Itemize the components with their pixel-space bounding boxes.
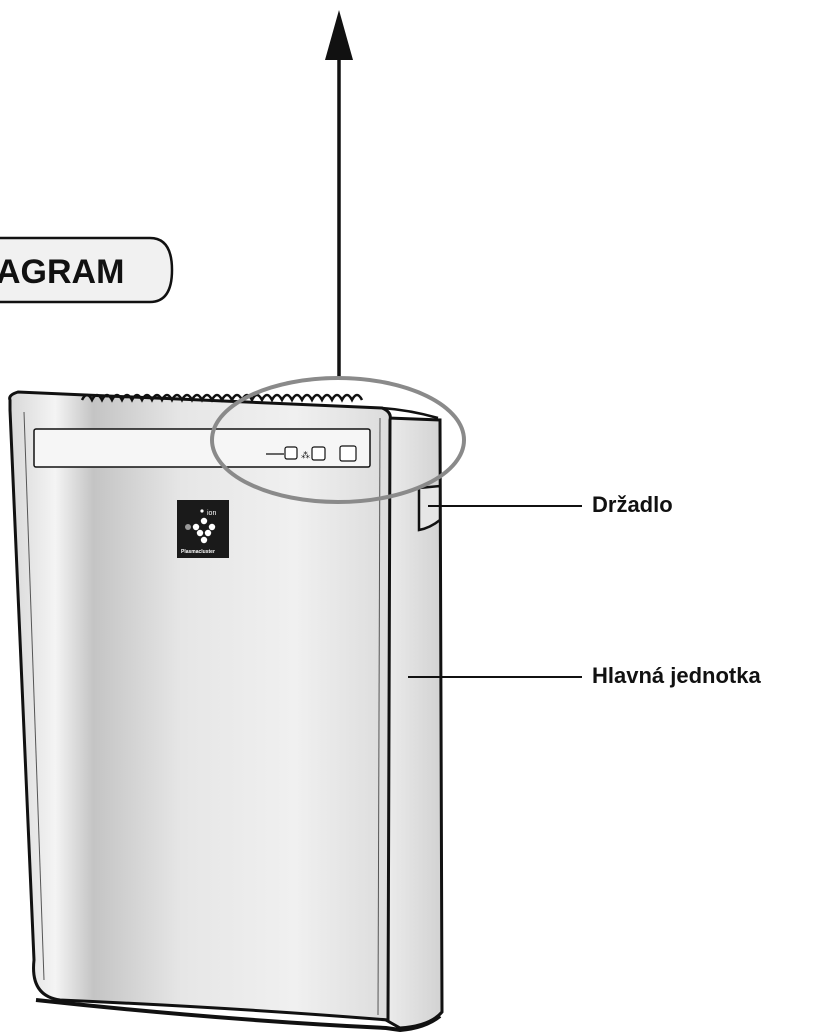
mode-button[interactable] (311, 446, 326, 461)
callout-handle: Držadlo (428, 492, 673, 517)
callout-main-unit: Hlavná jednotka (408, 663, 761, 688)
handle[interactable] (417, 484, 442, 532)
power-button[interactable] (284, 446, 298, 460)
section-heading: AGRAM (0, 236, 174, 304)
main-unit: ⁂ ion Plasmacluster (8, 390, 444, 1033)
plasmacluster-indicator-icon: ⁂ (301, 450, 310, 461)
pointer-arrow (325, 10, 353, 378)
logo-brand-text: Plasmacluster (181, 549, 215, 555)
section-heading-text: AGRAM (0, 253, 124, 291)
plasmacluster-logo: ion Plasmacluster (177, 500, 229, 558)
logo-ion-text: ion (207, 510, 216, 517)
highlight-ellipse (210, 376, 466, 504)
label-handle: Držadlo (592, 492, 673, 517)
timer-button[interactable] (339, 445, 357, 462)
label-main-unit: Hlavná jednotka (592, 663, 761, 688)
